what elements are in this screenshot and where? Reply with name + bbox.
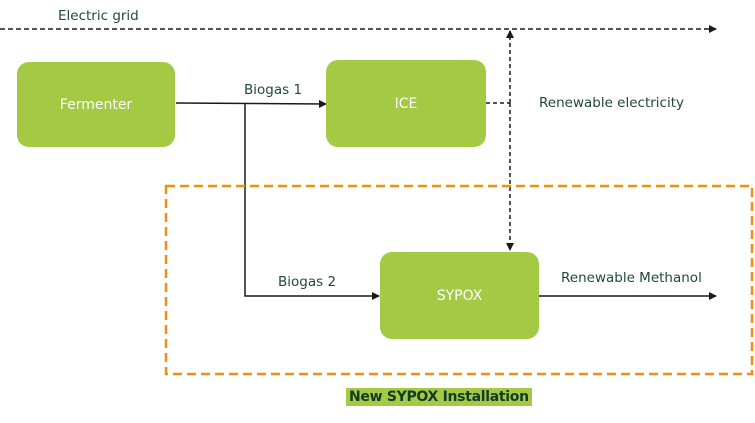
sypox-installation-region — [164, 184, 754, 376]
renewable-electricity-label: Renewable electricity — [539, 95, 685, 111]
biogas1-arrow — [175, 99, 327, 108]
biogas1-label: Biogas 1 — [244, 82, 303, 98]
sypox-label: SYPOX — [436, 287, 483, 304]
ice-label: ICE — [394, 95, 418, 112]
fermenter-label: Fermenter — [59, 96, 133, 113]
electric-grid-label: Electric grid — [58, 8, 139, 24]
ice-node[interactable]: ICE — [326, 60, 486, 147]
sypox-node[interactable]: SYPOX — [380, 252, 539, 339]
renewable-methanol-label: Renewable Methanol — [561, 270, 702, 286]
fermenter-node[interactable]: Fermenter — [17, 62, 175, 147]
installation-title-badge: New SYPOX Installation — [346, 388, 532, 406]
biogas2-label: Biogas 2 — [278, 274, 337, 290]
biogas2-arrow — [244, 104, 380, 300]
